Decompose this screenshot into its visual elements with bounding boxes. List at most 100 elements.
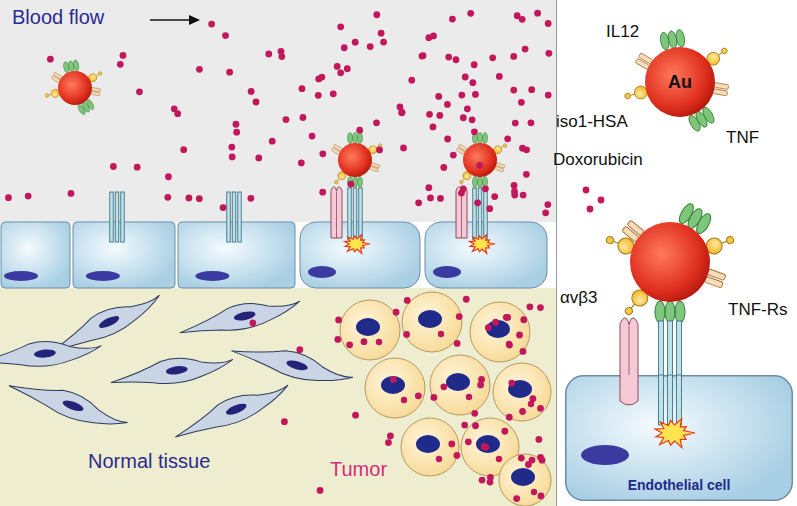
doxorubicin-dot — [341, 44, 348, 51]
tnf-subunit — [348, 133, 353, 144]
tumor-cell — [430, 355, 490, 415]
doxorubicin-dot — [537, 405, 544, 412]
tnf-receptor — [677, 321, 682, 376]
doxorubicin-dot — [401, 397, 407, 403]
gold-core — [58, 71, 92, 105]
endothelial-nucleus — [308, 266, 336, 278]
endothelial-nucleus — [195, 271, 229, 281]
doxorubicin-dot — [454, 452, 461, 459]
doxorubicin-dot — [300, 114, 307, 121]
doxorubicin-dot — [444, 101, 451, 108]
doxorubicin-dot — [598, 197, 605, 204]
nanoparticle — [331, 133, 383, 188]
doxorubicin-dot — [134, 164, 141, 171]
doxorubicin-dot — [376, 339, 382, 345]
doxorubicin-dot — [462, 74, 469, 81]
tnf-ligand — [348, 177, 363, 188]
tnf-receptor — [121, 192, 125, 242]
tumor-nucleus — [418, 310, 442, 328]
doxorubicin-dot — [68, 190, 75, 197]
doxorubicin-dot — [248, 88, 255, 95]
endothelial-nucleus — [581, 445, 629, 465]
endothelial-cell: Endothelial cell — [565, 375, 793, 501]
nanoparticle — [604, 202, 736, 323]
doxorubicin-dot — [404, 297, 411, 304]
doxorubicin-dot — [469, 116, 476, 123]
iso1-peptide — [720, 47, 728, 55]
tnf-receptor — [478, 188, 482, 240]
doxorubicin-dot — [454, 340, 461, 347]
doxorubicin-dot — [472, 91, 479, 98]
doxorubicin-dot — [208, 21, 215, 28]
label: αvβ3 — [560, 288, 598, 308]
doxorubicin-dot — [487, 479, 494, 486]
doxorubicin-dot — [461, 422, 468, 429]
doxorubicin-dot — [511, 192, 518, 199]
gold-core — [645, 47, 715, 117]
tnf-subunit — [358, 177, 363, 188]
legend-panel — [556, 0, 797, 506]
fibroblast-body — [109, 350, 235, 392]
label: Blood flow — [12, 6, 104, 29]
tnf-subunit — [665, 301, 675, 323]
tnf-subunit — [478, 133, 483, 144]
doxorubicin-dot — [426, 111, 433, 118]
doxorubicin-dot — [430, 394, 437, 401]
tnf-receptor — [659, 321, 664, 376]
hsa-ligand — [623, 85, 648, 103]
doxorubicin-dot — [330, 90, 337, 97]
doxorubicin-dot — [427, 195, 434, 202]
integrin-seam — [629, 326, 630, 376]
doxorubicin-dot — [529, 395, 536, 402]
nanoparticle — [623, 29, 730, 133]
doxorubicin-dot — [315, 92, 322, 99]
doxorubicin-dot — [185, 195, 192, 202]
doxorubicin-dot — [456, 313, 463, 320]
tumor-cell — [340, 300, 400, 360]
panel-divider — [556, 0, 557, 506]
il-ligand — [91, 87, 101, 95]
label: Tumor — [330, 458, 387, 481]
doxorubicin-dot — [403, 331, 410, 338]
doxorubicin-dot — [508, 380, 515, 387]
tumor-nucleus — [476, 435, 500, 453]
tnf-subunit — [73, 60, 80, 72]
activation-burst — [470, 235, 495, 253]
flow-arrow — [150, 19, 192, 21]
doxorubicin-dot — [420, 52, 427, 59]
doxorubicin-dot — [528, 119, 535, 126]
il12-subunit — [714, 82, 729, 89]
integrin-seam — [336, 192, 337, 238]
tnf-receptor — [668, 375, 673, 425]
tnf-subunit — [655, 301, 665, 323]
il12-subunit — [53, 72, 62, 79]
doxorubicin-dot — [471, 410, 478, 417]
tnf-receptor — [227, 192, 231, 242]
doxorubicin-dot — [501, 428, 508, 435]
doxorubicin-dot — [233, 121, 240, 128]
doxorubicin-dot — [522, 46, 529, 53]
tnf-receptor — [677, 375, 682, 425]
doxorubicin-dot — [534, 10, 541, 17]
doxorubicin-dot — [117, 61, 124, 68]
doxorubicin-dot — [471, 61, 478, 68]
doxorubicin-dot — [367, 43, 374, 50]
doxorubicin-dot — [458, 92, 465, 99]
label: iso1-HSA — [556, 112, 628, 132]
fibroblast — [177, 292, 303, 342]
tnf-subunit — [77, 104, 87, 116]
doxorubicin-dot — [47, 56, 54, 63]
fibroblast — [0, 337, 103, 372]
doxorubicin-dot — [415, 392, 422, 399]
fibroblast-nucleus — [285, 359, 308, 372]
label: TNF-Rs — [728, 300, 787, 320]
doxorubicin-dot — [334, 336, 341, 343]
doxorubicin-dot — [398, 109, 405, 116]
doxorubicin-dot — [309, 133, 316, 140]
doxorubicin-dot — [298, 160, 305, 167]
tnf-receptor — [353, 188, 357, 240]
doxorubicin-dot — [496, 456, 502, 462]
integrin-receptor — [620, 318, 638, 376]
iso1-peptide — [605, 236, 614, 245]
